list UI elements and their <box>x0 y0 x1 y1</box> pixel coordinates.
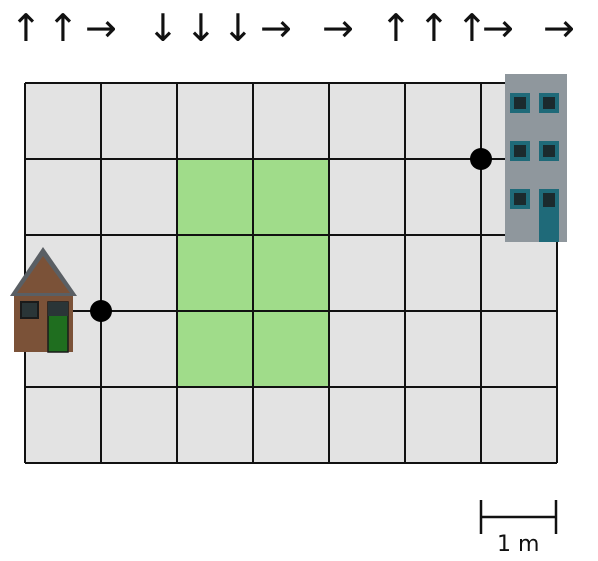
house-icon <box>10 247 77 353</box>
direction-sequence: ↑↑→↓↓↓→→↑↑↑→→ <box>0 2 598 54</box>
highlighted-cell <box>177 159 253 235</box>
direction-arrow: → <box>85 6 117 50</box>
direction-arrow: → <box>260 6 292 50</box>
highlighted-area <box>177 159 329 387</box>
direction-arrow: ↑ <box>418 6 450 50</box>
direction-arrow: ↑ <box>10 6 42 50</box>
highlighted-cell <box>253 159 329 235</box>
scale-bar <box>479 500 558 534</box>
direction-arrow: ↑ <box>456 6 488 50</box>
highlighted-cell <box>177 311 253 387</box>
direction-arrow: ↓ <box>147 6 179 50</box>
direction-arrow: ↓ <box>222 6 254 50</box>
highlighted-cell <box>253 311 329 387</box>
direction-arrow: → <box>482 6 514 50</box>
scale-bar-label: 1 m <box>497 532 540 557</box>
highlighted-cell <box>253 235 329 311</box>
direction-arrow: ↓ <box>185 6 217 50</box>
highlighted-cell <box>177 235 253 311</box>
end-point-dot <box>470 148 492 170</box>
direction-arrow: ↑ <box>380 6 412 50</box>
start-point-dot <box>90 300 112 322</box>
building-icon <box>505 74 567 242</box>
direction-arrow: → <box>543 6 575 50</box>
grid-lines <box>24 82 558 464</box>
direction-arrow: → <box>322 6 354 50</box>
direction-arrow: ↑ <box>47 6 79 50</box>
